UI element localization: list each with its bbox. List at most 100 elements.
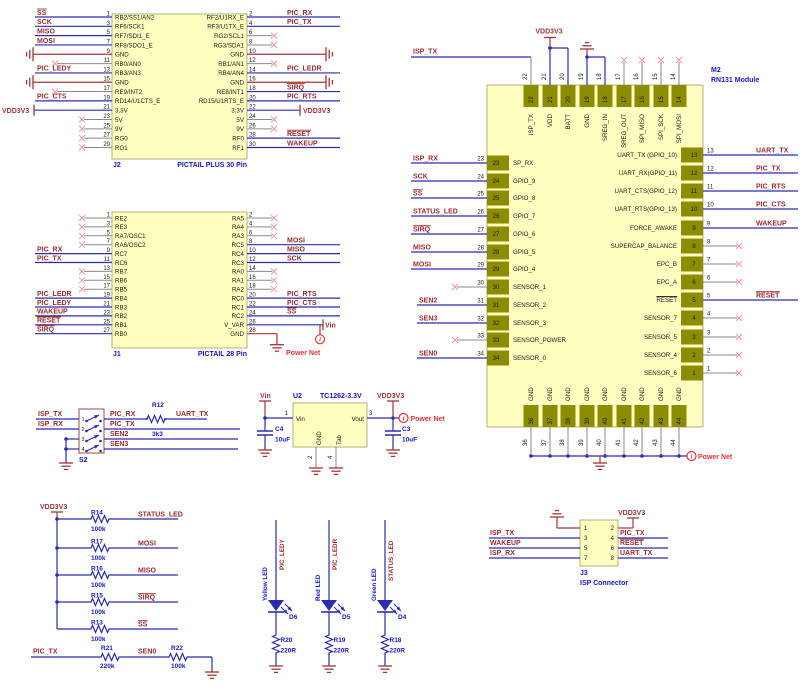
j3-body[interactable]: [579, 519, 619, 567]
resistor[interactable]: [89, 596, 111, 608]
power-label: VDD3V3: [535, 29, 562, 36]
pin-pad: [487, 208, 509, 224]
pin-name: GND: [639, 387, 646, 401]
led[interactable]: [377, 600, 393, 611]
net-label: PIC_TX: [110, 421, 135, 428]
pin-name: Vout: [352, 416, 365, 423]
component-value: 10uF: [275, 437, 290, 444]
resistor[interactable]: [99, 651, 121, 663]
resistor[interactable]: [145, 413, 167, 425]
pin-name: RG0: [115, 135, 128, 142]
switch-contact[interactable]: [99, 419, 102, 423]
component-value: R22: [171, 645, 183, 652]
pin-name: RB0/AN0: [115, 61, 141, 68]
net-label: SEN0: [138, 649, 156, 656]
pin-number: 11: [691, 189, 698, 195]
pin-name: Vin: [296, 416, 305, 423]
pin-number: 5: [692, 298, 696, 304]
pin-number-outer: 39: [579, 439, 585, 446]
net-label: UART_TX: [620, 550, 653, 557]
component-designator: PICTAIL 28 Pin: [198, 351, 247, 358]
pin-number: 14: [249, 266, 256, 272]
pin-pad: [597, 405, 613, 427]
pin-name: GND: [528, 387, 535, 401]
component-value: 3k3: [152, 431, 163, 438]
net-label: RESET: [620, 540, 644, 547]
s2-switch-body[interactable]: [78, 408, 105, 454]
resistor[interactable]: [89, 542, 111, 554]
j2-body[interactable]: [111, 13, 248, 160]
resistor[interactable]: [167, 651, 189, 663]
pin-number: 6: [249, 30, 253, 36]
pin-name: GPIO_9: [513, 178, 536, 185]
pin-pad: [681, 238, 703, 254]
pin-name: SENSOR_0: [513, 355, 547, 362]
pin-name: SREG_IN: [602, 114, 609, 141]
pin-name: SENSOR_3: [513, 320, 547, 327]
net-label: STATUS_LED: [388, 540, 395, 581]
led[interactable]: [268, 600, 284, 611]
pin-name: RF7/SDI1_E: [115, 33, 150, 40]
switch-contact[interactable]: [99, 449, 102, 453]
resistor[interactable]: [89, 623, 111, 635]
pin-number: 6: [249, 230, 253, 236]
pin-name: RE8/INT1: [217, 89, 245, 96]
pin-number: 28: [493, 250, 500, 256]
pin-name: BATT: [565, 114, 572, 130]
pin-number: 20: [566, 96, 572, 103]
resistor[interactable]: [89, 569, 111, 581]
pin-number: 18: [249, 284, 256, 290]
pin-number: 1: [584, 526, 588, 532]
pin-name: RA6/OSC2: [115, 242, 146, 249]
net-label: MOSI: [287, 238, 305, 245]
m2-body[interactable]: [486, 84, 704, 428]
pin-name: RF8/SDO1_E: [115, 42, 153, 49]
pin-number: 22: [529, 96, 535, 103]
power-label: VDD3V3: [377, 393, 404, 400]
led-arrow-head: [392, 609, 397, 614]
net-label: PIC_TX: [33, 649, 58, 656]
pin-pad: [653, 405, 669, 427]
pin-number-outer: 32: [477, 317, 484, 323]
no-connect-x: [78, 232, 86, 240]
pin-number: 19: [103, 95, 110, 101]
pin-number: 2: [308, 455, 314, 459]
pin-number: 30: [249, 142, 256, 148]
u2-body[interactable]: [292, 402, 368, 448]
switch-contact[interactable]: [99, 439, 102, 443]
resistor[interactable]: [379, 633, 391, 655]
pin-number: 11: [104, 58, 111, 64]
component-value: 100k: [91, 636, 106, 643]
net-label: RESET: [756, 293, 780, 300]
pin-pad: [681, 256, 703, 272]
switch-contact[interactable]: [99, 429, 102, 433]
pin-number: 16: [249, 275, 256, 281]
net-label: PIC_RTS: [287, 291, 317, 298]
net-label: SEN3: [110, 441, 128, 448]
pin-pad: [681, 274, 703, 290]
led[interactable]: [321, 600, 337, 611]
net-label: ISP_RX: [490, 550, 515, 557]
pin-number: 13: [691, 153, 698, 159]
pin-number: 15: [103, 275, 110, 281]
pin-name: GPIO_8: [513, 195, 536, 202]
pin-number-outer: 6: [707, 276, 711, 282]
component-value: R21: [101, 645, 113, 652]
pin-name: RA2: [232, 287, 245, 294]
junction-dot: [622, 454, 626, 458]
pin-number-outer: 42: [634, 439, 640, 446]
pin-number: 19: [103, 293, 110, 299]
pin-name: GND: [602, 387, 609, 401]
pin-pad: [653, 85, 669, 107]
resistor[interactable]: [270, 633, 282, 655]
pin-number: 15: [659, 96, 665, 103]
pin-name: RB1/AN1: [218, 61, 244, 68]
resistor[interactable]: [89, 513, 111, 525]
pin-number-outer: 19: [579, 73, 585, 80]
pin-pad: [681, 365, 703, 381]
pin-number-outer: 15: [653, 73, 659, 80]
pin-number: 30: [493, 285, 500, 291]
component-value: C4: [275, 426, 284, 433]
resistor[interactable]: [323, 633, 335, 655]
component-value: D5: [342, 614, 351, 621]
